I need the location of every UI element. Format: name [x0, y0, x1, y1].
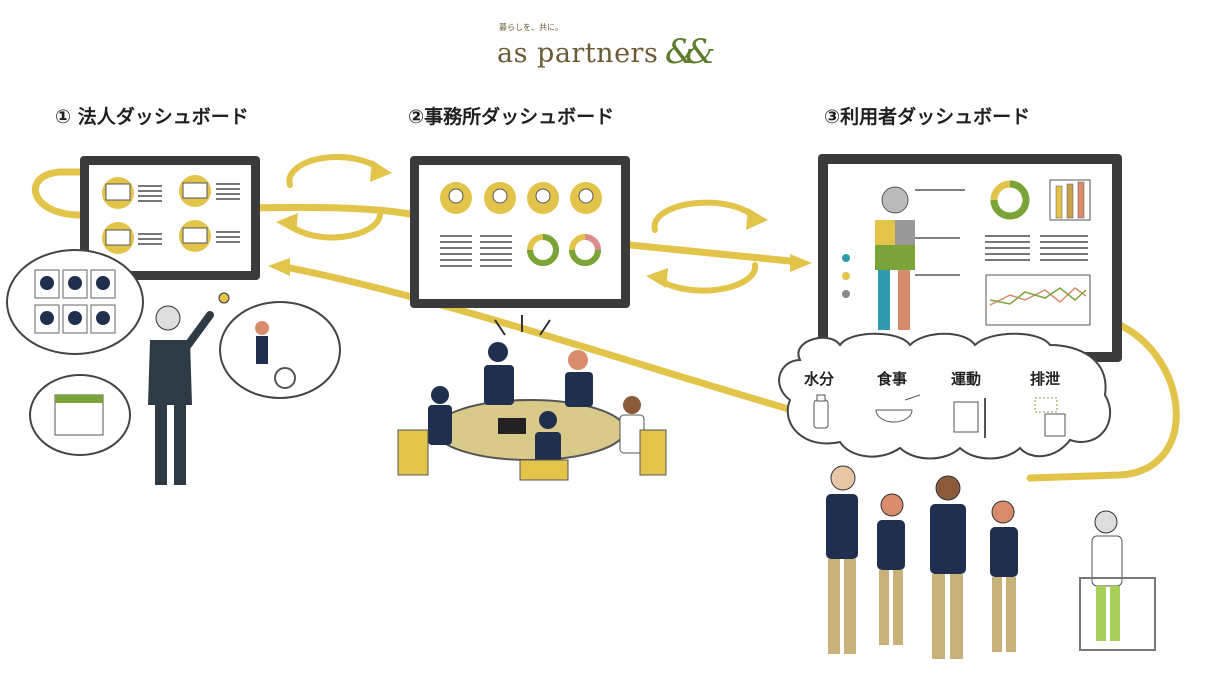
- donut-chart-icon: [527, 234, 559, 266]
- toilet-icon: [1034, 397, 1066, 437]
- bar-chart-icon: [1049, 179, 1091, 221]
- care-thought-bubble: [219, 301, 341, 399]
- tablet-device: [498, 418, 526, 434]
- user-avatar-icon: [484, 182, 516, 214]
- care-staff-group: [826, 465, 1018, 659]
- elderly-user-with-walker: [1079, 510, 1156, 651]
- executive-person-figure: [148, 305, 214, 485]
- donut-chart-icon: [569, 234, 601, 266]
- donut-chart-icon: [990, 180, 1030, 220]
- topic-label-meal: 食事: [877, 370, 908, 388]
- cycle-icon-2: [651, 199, 759, 294]
- status-dot: [842, 254, 850, 262]
- topic-label-hydration: 水分: [804, 370, 835, 388]
- user-avatar-icon: [527, 182, 559, 214]
- calendar-thought-bubble: [29, 374, 131, 456]
- meeting-table-group: [397, 315, 667, 481]
- status-dot: [842, 290, 850, 298]
- user-dashboard-screen: [818, 154, 1122, 362]
- user-avatar-icon: [570, 182, 602, 214]
- corporate-dashboard-screen: [80, 156, 260, 280]
- cycle-icon-1: [286, 153, 383, 241]
- body-figure-icon: [875, 186, 915, 330]
- lightbulb-icon: [218, 292, 230, 304]
- walker-icon: [953, 398, 986, 438]
- facility-icon: [102, 177, 134, 209]
- calendar-icon: [54, 394, 104, 436]
- status-dot: [842, 272, 850, 280]
- arrow-head-right: [790, 254, 812, 272]
- office-dashboard-screen: [410, 156, 630, 308]
- meal-bowl-icon: [875, 394, 921, 423]
- brand-tagline: 暮らしを、共に。: [499, 23, 563, 32]
- care-topics-bubble: [778, 332, 1111, 460]
- wheelchair-icon: [255, 321, 296, 389]
- data-bars: [138, 183, 240, 245]
- topic-label-exercise: 運動: [951, 370, 982, 388]
- data-bars: [985, 235, 1088, 261]
- staff-thought-bubble: [6, 249, 144, 355]
- data-bars: [440, 235, 512, 267]
- user-avatar-icon: [440, 182, 472, 214]
- section-title-user: ③利用者ダッシュボード: [824, 106, 1031, 128]
- facility-icon: [179, 175, 211, 207]
- section-title-corporate: ① 法人ダッシュボード: [55, 106, 249, 128]
- facility-icon: [102, 222, 134, 254]
- line-graph-icon: [985, 274, 1091, 326]
- section-title-office: ②事務所ダッシュボード: [408, 106, 615, 128]
- water-bottle-icon: [813, 394, 829, 429]
- brand-name: as partners: [497, 38, 659, 69]
- topic-label-excretion: 排泄: [1030, 370, 1061, 388]
- arrow-head-left: [268, 258, 290, 276]
- facility-icon: [179, 220, 211, 252]
